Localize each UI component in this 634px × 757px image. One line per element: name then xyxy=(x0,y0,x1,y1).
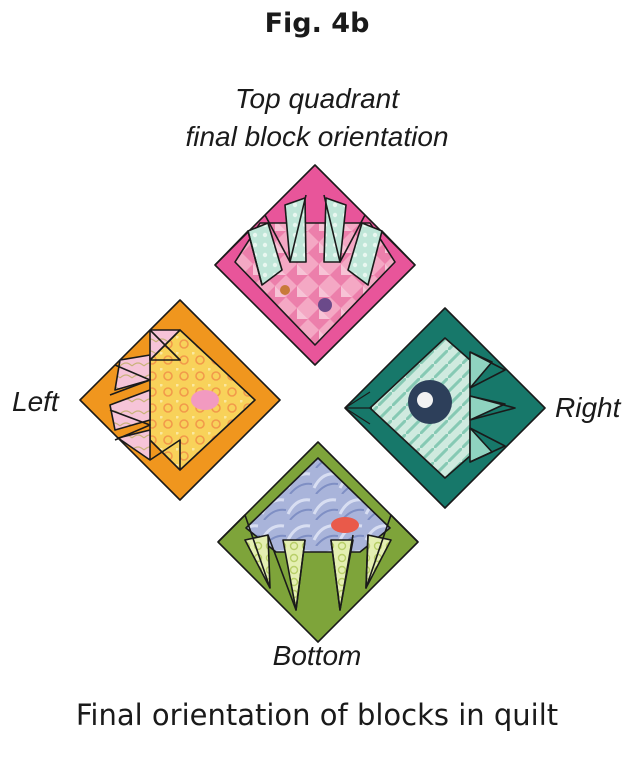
left-label: Left xyxy=(12,386,59,418)
figure-caption: Final orientation of blocks in quilt xyxy=(0,698,634,732)
top-quilt-block xyxy=(215,165,415,365)
right-label: Right xyxy=(555,392,620,424)
bottom-quilt-block xyxy=(218,442,418,642)
bottom-label: Bottom xyxy=(0,640,634,672)
left-quilt-block xyxy=(80,300,280,500)
right-quilt-block xyxy=(345,308,545,508)
